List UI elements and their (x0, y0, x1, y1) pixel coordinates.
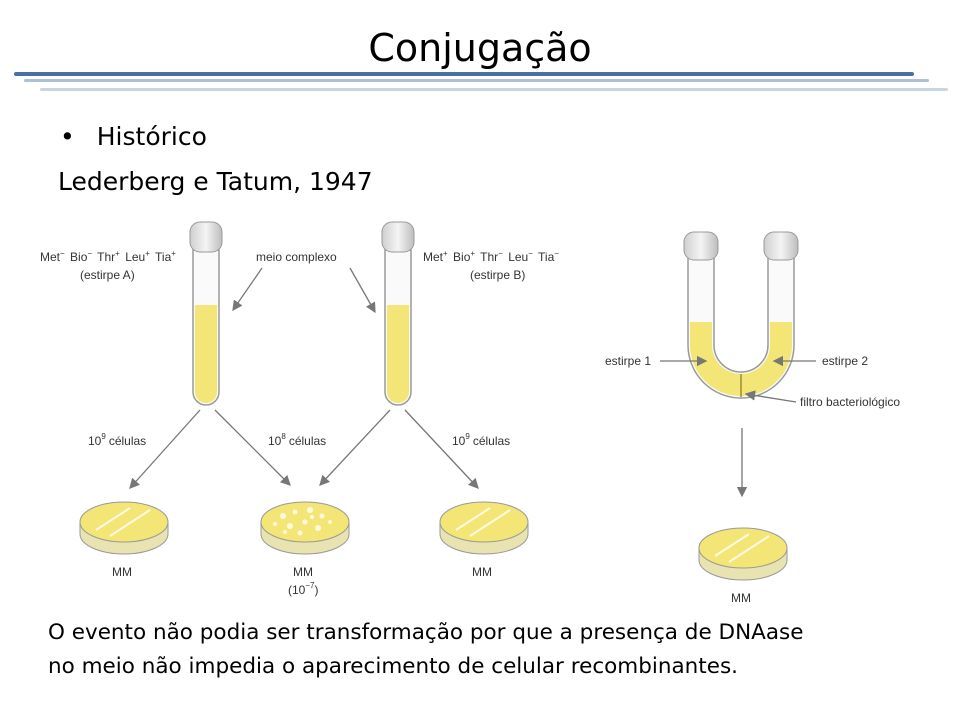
arrow-a-to-left-plate (129, 409, 201, 489)
strain-b-genotype: Met+ Bio+ Thr− Leu− Tia− (estirpe B) (423, 245, 559, 282)
bullet-text: Histórico (96, 122, 207, 151)
title-underline-light (24, 79, 929, 82)
petri-plate-left (79, 501, 169, 555)
experiment-figure: Met− Bio− Thr+ Leu+ Tia+ (estirpe A) Met… (40, 221, 900, 605)
tube-strain-a (189, 221, 223, 406)
medium-arrow-right (349, 267, 376, 314)
bullet-dot: • (60, 122, 75, 151)
svg-text:Met+ Bio+ Thr−: Met+ Bio+ Thr− Leu− Tia− (423, 245, 559, 264)
medium-arrow-left (232, 267, 263, 312)
arrow-b-to-mid-plate (319, 409, 391, 486)
plate-left-label: MM (112, 565, 132, 579)
strain-a-genotype: Met− Bio− Thr+ Leu+ Tia+ (estirpe A) (40, 245, 176, 282)
slide-title: Conjugação (368, 26, 592, 70)
petri-plate-right (439, 501, 529, 555)
svg-text:Met− Bio− Thr+: Met− Bio− Thr+ Leu+ Tia+ (40, 245, 176, 264)
strain-b-label: (estirpe B) (470, 268, 525, 282)
strain-a-label: (estirpe A) (80, 268, 135, 282)
petri-plate-mid (260, 501, 350, 555)
arrow-a-to-mid-plate (214, 409, 291, 486)
medium-label: meio complexo (256, 250, 337, 264)
caption: O evento não podia ser transformação por… (48, 616, 928, 684)
strain-a-m1: Met (40, 250, 61, 264)
filter-arrow (744, 390, 797, 403)
plate-right-label: MM (472, 565, 492, 579)
plate-mid-label: MM (293, 565, 313, 579)
title-underline-faint (40, 88, 948, 91)
subtitle: Lederberg e Tatum, 1947 (58, 167, 373, 196)
arrow-b-to-right-plate (404, 409, 479, 489)
plate-mid-frequency: (10−7) (288, 581, 318, 597)
caption-line-2: no meio não impedia o aparecimento de ce… (48, 654, 738, 679)
caption-line-1: O evento não podia ser transformação por… (48, 620, 804, 645)
petri-plate-u (698, 527, 788, 581)
tube-strain-b (381, 221, 415, 406)
strain1-label: estirpe 1 (605, 354, 651, 368)
u-tube (683, 231, 799, 399)
plate-u-label: MM (731, 591, 751, 605)
bullet-item: • Histórico (60, 122, 207, 151)
title-underline-dark (14, 72, 914, 76)
filter-label: filtro bacteriológico (800, 395, 900, 409)
strain2-label: estirpe 2 (822, 354, 868, 368)
